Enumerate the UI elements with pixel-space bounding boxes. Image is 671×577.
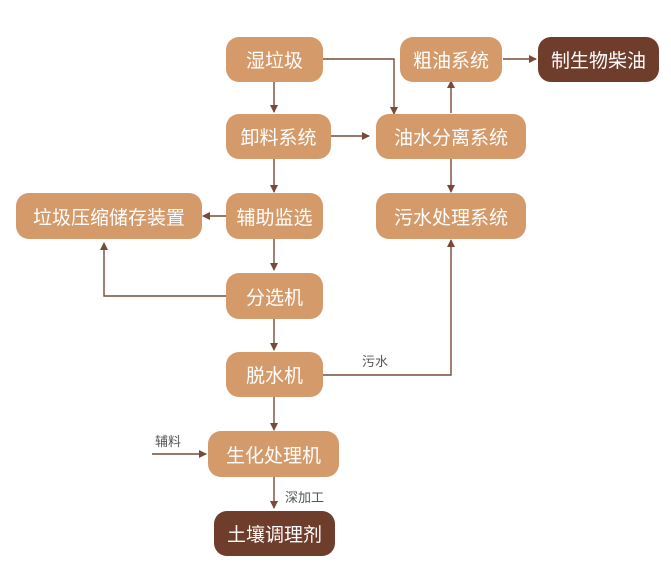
arrow-dewater-to-sewagesys — [323, 239, 455, 376]
label-auxiliary-material: 辅料 — [155, 435, 182, 450]
node-biochemical-processor: 生化处理机 — [208, 431, 339, 477]
node-unloading-system: 卸料系统 — [226, 114, 331, 159]
node-oil-water-separation: 油水分离系统 — [376, 114, 526, 159]
node-crude-oil-system: 粗油系统 — [400, 37, 502, 82]
node-compression-storage: 垃圾压缩储存装置 — [16, 193, 202, 239]
node-dewatering-machine: 脱水机 — [226, 352, 323, 397]
node-soil-conditioner: 土壤调理剂 — [214, 511, 335, 556]
label-sewage: 污水 — [362, 355, 389, 370]
node-biodiesel: 制生物柴油 — [538, 37, 659, 82]
node-sewage-treatment: 污水处理系统 — [376, 193, 526, 239]
node-wet-waste: 湿垃圾 — [226, 37, 323, 82]
arrow-wetwaste-to-oilwater — [323, 58, 398, 115]
node-auxiliary-sorting: 辅助监选 — [226, 193, 323, 239]
label-deep-processing: 深加工 — [285, 491, 325, 506]
arrow-sorter-to-storage — [100, 242, 226, 297]
node-sorting-machine: 分选机 — [226, 273, 323, 319]
